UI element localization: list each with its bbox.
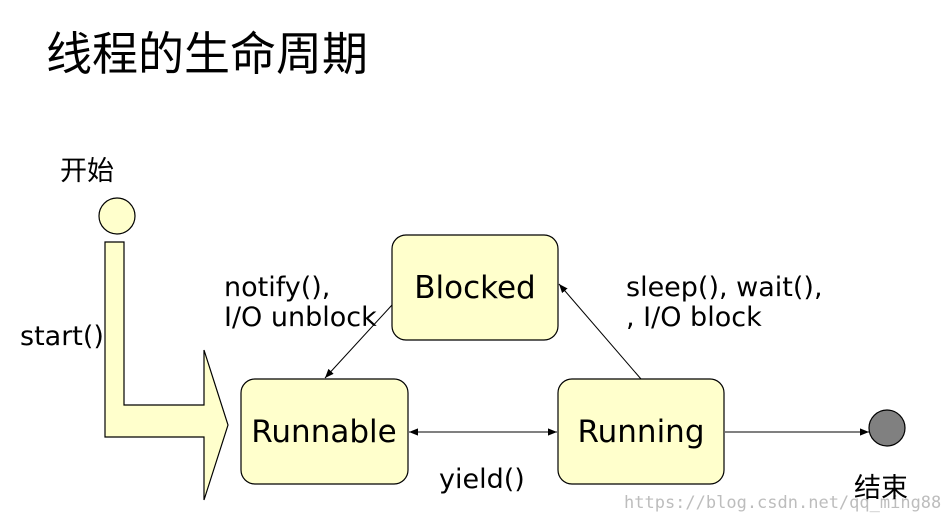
- block-label-line1: sleep(), wait(),: [626, 272, 823, 303]
- block-label-line2: , I/O block: [626, 302, 762, 333]
- diagram-title: 线程的生命周期: [46, 27, 368, 81]
- state-runnable-label: Runnable: [251, 414, 396, 450]
- unblock-label-line2: I/O unblock: [224, 302, 377, 333]
- start-transition-arrow: [104, 241, 229, 501]
- block-arrow: [558, 283, 642, 380]
- end-node: [868, 409, 906, 447]
- start-label: 开始: [60, 156, 114, 187]
- watermark: https://blog.csdn.net/qq_ming88: [624, 493, 941, 513]
- state-blocked: [391, 234, 559, 341]
- start-node: [98, 197, 136, 235]
- state-runnable: [240, 378, 409, 485]
- yield-label: yield(): [439, 464, 525, 495]
- end-label: 结束: [854, 473, 908, 504]
- start-transition-label: start(): [20, 321, 104, 352]
- state-blocked-label: Blocked: [414, 270, 536, 306]
- unblock-arrow: [324, 304, 393, 379]
- unblock-label-line1: notify(),: [224, 272, 330, 303]
- state-running-label: Running: [577, 414, 704, 450]
